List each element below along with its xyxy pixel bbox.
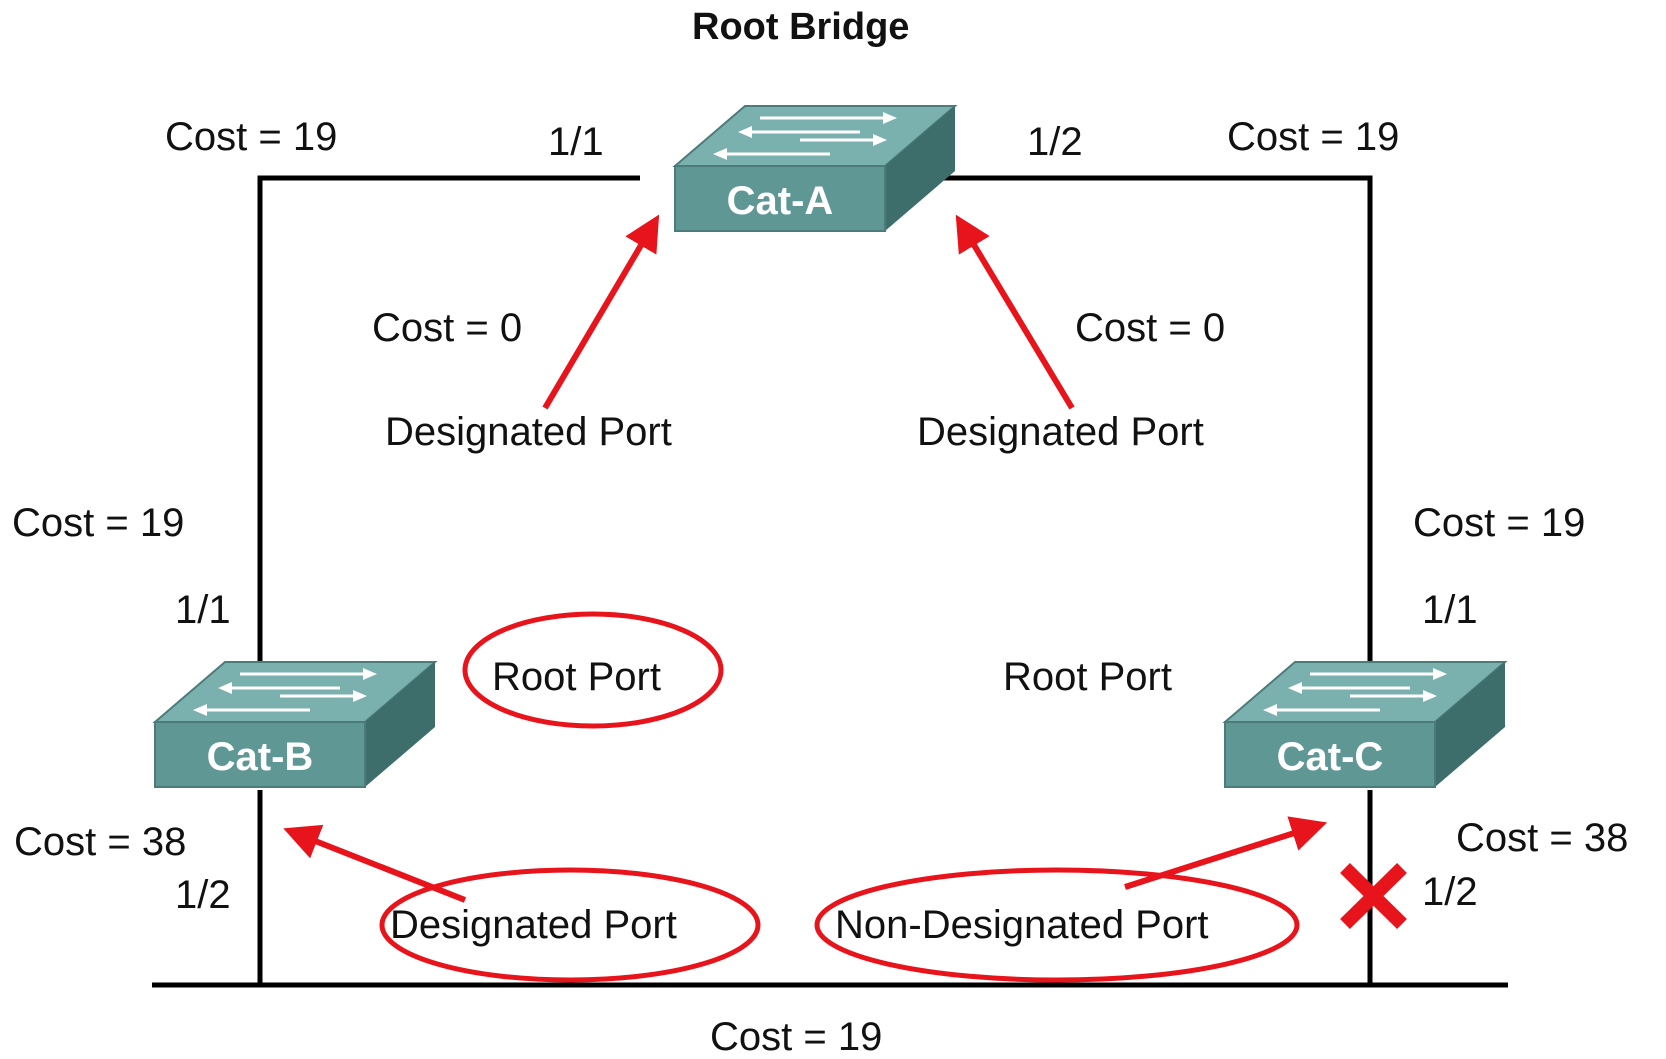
switch-cat-a[interactable]: Cat-A: [673, 104, 957, 233]
role-label-c-non-designated: Non-Designated Port: [835, 903, 1209, 947]
cost-label-b-segment: Cost = 38: [14, 820, 187, 864]
switch-cat-b[interactable]: Cat-B: [153, 660, 437, 789]
port-label-c-up: 1/1: [1422, 588, 1478, 632]
circle-b-designated-port: [379, 867, 761, 983]
cost-label-bottom-segment: Cost = 19: [710, 1015, 883, 1059]
circle-b-root-port: [462, 611, 724, 729]
cost-label-a-left-port: Cost = 0: [372, 306, 523, 350]
cost-label-a-right-port: Cost = 0: [1075, 306, 1226, 350]
link-a-to-c: [920, 175, 1373, 665]
port-label-b-down: 1/2: [175, 873, 231, 917]
switch-cat-b-label: Cat-B: [207, 735, 314, 779]
cost-label-b-link: Cost = 19: [12, 501, 185, 545]
cost-label-a-right-link: Cost = 19: [1227, 115, 1400, 159]
port-label-a-right: 1/2: [1027, 120, 1083, 164]
arrow-a-right-designated: [955, 214, 1075, 410]
switch-cat-c[interactable]: Cat-C: [1223, 660, 1507, 789]
circle-c-non-designated-port: [814, 867, 1300, 983]
port-label-a-left: 1/1: [548, 120, 604, 164]
role-label-a-left-designated: Designated Port: [385, 410, 672, 454]
arrow-b-designated: [283, 824, 467, 903]
blocked-x-icon: [1340, 863, 1407, 929]
link-a-to-b: [257, 175, 640, 665]
role-label-b-root-port: Root Port: [492, 655, 661, 699]
cost-label-c-link: Cost = 19: [1413, 501, 1586, 545]
arrow-a-left-designated: [542, 214, 660, 410]
diagram-title: Root Bridge: [692, 6, 910, 48]
switch-cat-c-label: Cat-C: [1277, 735, 1384, 779]
role-label-a-right-designated: Designated Port: [917, 410, 1204, 454]
cost-label-a-left-link: Cost = 19: [165, 115, 338, 159]
role-label-c-root-port: Root Port: [1003, 655, 1172, 699]
role-label-b-designated: Designated Port: [390, 903, 677, 947]
port-label-c-down: 1/2: [1422, 870, 1478, 914]
annotations: [283, 214, 1328, 983]
port-label-b-up: 1/1: [175, 588, 231, 632]
network-links: [152, 175, 1508, 988]
cost-label-c-segment: Cost = 38: [1456, 816, 1629, 860]
switch-cat-a-label: Cat-A: [727, 179, 834, 223]
arrow-c-non-designated: [1124, 816, 1328, 890]
